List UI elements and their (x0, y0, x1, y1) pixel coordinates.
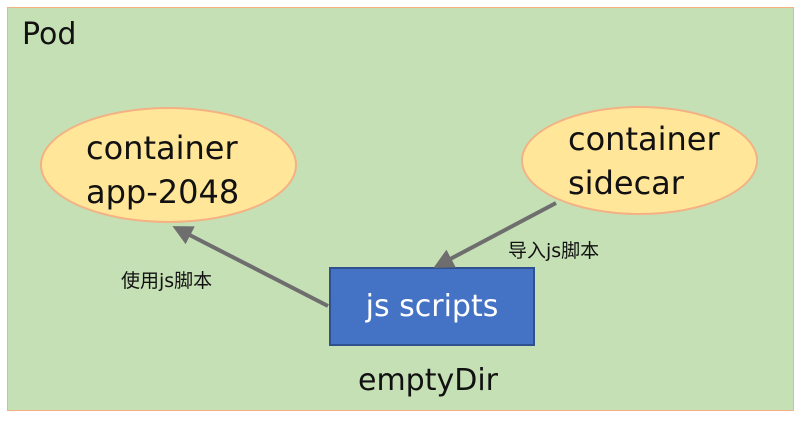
js-scripts-label: js scripts (365, 289, 499, 324)
import-scripts-label: 导入js脚本 (508, 240, 600, 262)
pod-title: Pod (22, 17, 77, 52)
sidecar-container-line1: container (568, 120, 720, 158)
app-container-line1: container (86, 129, 238, 167)
sidecar-container-line2: sidecar (568, 164, 684, 202)
js-scripts-box: js scripts (329, 267, 535, 346)
emptydir-caption: emptyDir (358, 363, 499, 398)
import-scripts-arrow (433, 201, 557, 268)
use-scripts-label: 使用js脚本 (121, 270, 213, 292)
app-container-node: container app-2048 (40, 107, 297, 223)
app-container-line2: app-2048 (86, 173, 240, 211)
sidecar-container-node: container sidecar (521, 106, 758, 215)
use-scripts-arrow (172, 226, 329, 308)
